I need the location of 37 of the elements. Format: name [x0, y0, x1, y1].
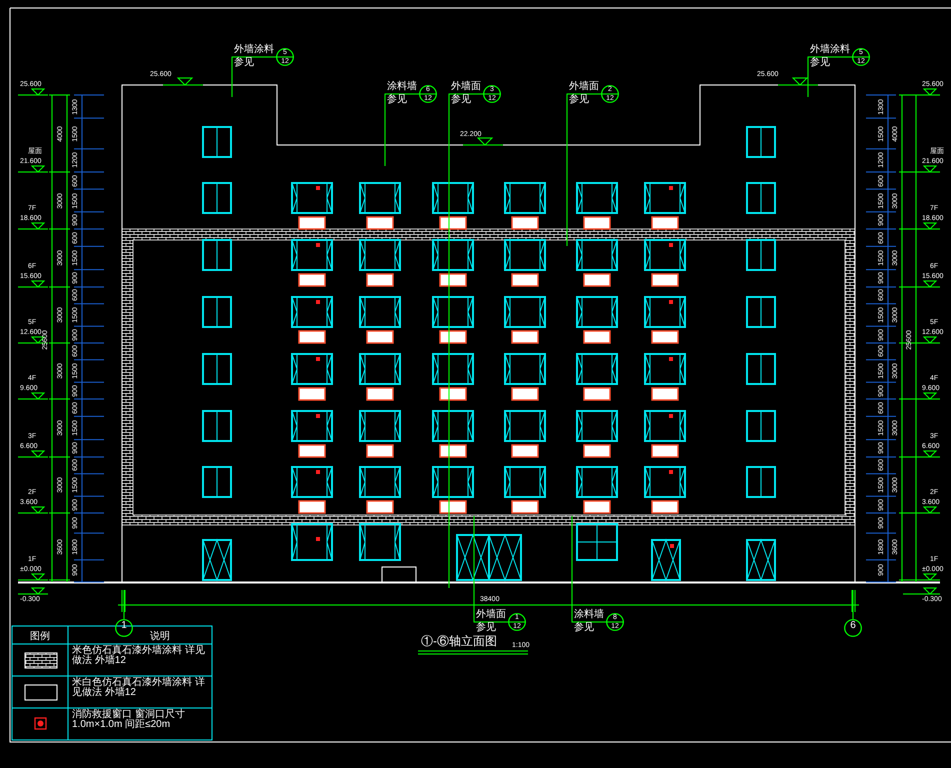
drawing-title: ①-⑥轴立面图: [421, 636, 497, 647]
callout-note: 涂料墙: [387, 82, 417, 92]
leader-line: [232, 56, 276, 98]
callout-bubble: [419, 85, 437, 103]
callout-bubble: [606, 613, 624, 631]
leader-line: [384, 94, 420, 166]
callout-note: 参见: [810, 58, 830, 68]
legend-text: 米色仿石真石漆外墙涂料 详见做法 外墙12: [72, 646, 206, 666]
legend-text: 消防救援窗口 窗洞口尺寸1.0m×1.0m 间距≤20m: [72, 710, 186, 730]
callout-note: 外墙面: [451, 82, 481, 92]
callout-bubble: [483, 85, 501, 103]
axis-bubble: [844, 619, 862, 637]
callout-note: 参见: [451, 95, 471, 105]
callout-note: 参见: [574, 623, 594, 633]
callout-note: 参见: [234, 58, 254, 68]
callout-note: 外墙面: [569, 82, 599, 92]
leader-line: [566, 94, 602, 246]
callout-bubble: [276, 48, 294, 66]
callout-note: 外墙涂料: [810, 45, 850, 55]
callout-note: 外墙面: [476, 610, 506, 620]
callout-bubble: [852, 48, 870, 66]
callout-bubble: [601, 85, 619, 103]
leader-line: [572, 516, 606, 622]
callout-note: 涂料墙: [574, 610, 604, 620]
leader-line: [852, 590, 854, 620]
callout-note: 参见: [476, 623, 496, 633]
callout-note: 外墙涂料: [234, 45, 274, 55]
legend-text: 米白色仿石真石漆外墙涂料 详见做法 外墙12: [72, 678, 206, 698]
leader-line: [448, 94, 484, 588]
leader-line: [474, 516, 508, 622]
leader-line: [808, 56, 852, 98]
table-header: 说明: [150, 631, 170, 642]
callout-note: 参见: [387, 95, 407, 105]
callout-note: 参见: [569, 95, 589, 105]
axis-number: 6: [849, 622, 857, 630]
table-header: 图例: [30, 631, 50, 642]
callout-bubble: [508, 613, 526, 631]
